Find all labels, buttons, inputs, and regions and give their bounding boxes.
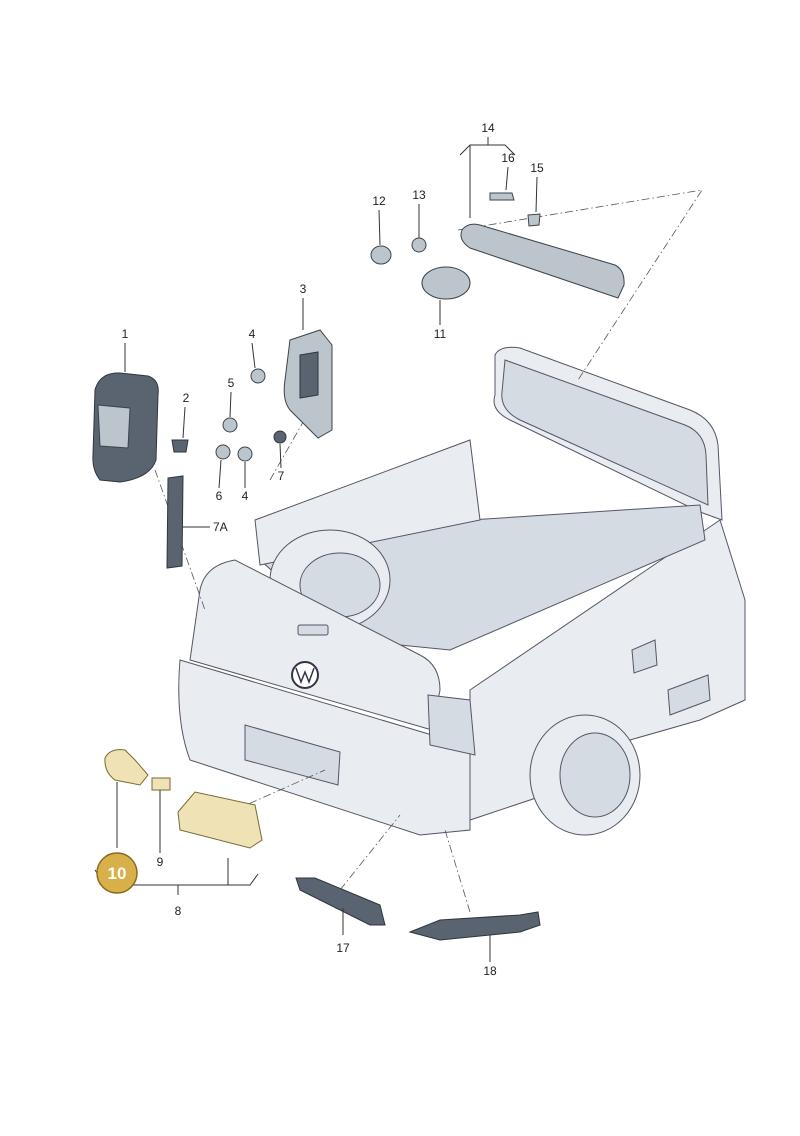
tailgate bbox=[189, 559, 441, 731]
label-4-top: 4 bbox=[249, 327, 256, 341]
label-3: 3 bbox=[300, 282, 307, 296]
part-16-bulb[interactable] bbox=[489, 192, 515, 201]
part-14-brake-light[interactable] bbox=[460, 223, 625, 299]
label-6: 6 bbox=[216, 489, 223, 503]
cab-window bbox=[501, 359, 709, 506]
part-3-window bbox=[299, 351, 319, 399]
label-9: 9 bbox=[157, 855, 164, 869]
label-12: 12 bbox=[372, 194, 386, 208]
part-12-cap[interactable] bbox=[370, 245, 392, 265]
label-2: 2 bbox=[183, 391, 190, 405]
plate-recess bbox=[244, 724, 341, 786]
bulb-holders bbox=[215, 368, 287, 462]
label-8: 8 bbox=[175, 904, 182, 918]
part-6-bulb-holder[interactable] bbox=[215, 444, 231, 460]
side-handle bbox=[631, 639, 658, 674]
label-16: 16 bbox=[501, 151, 515, 165]
label-1: 1 bbox=[122, 327, 129, 341]
side-vent bbox=[667, 674, 711, 716]
part-10-bulb-holder[interactable] bbox=[104, 749, 149, 786]
label-17: 17 bbox=[336, 941, 350, 955]
label-14: 14 bbox=[481, 121, 495, 135]
label-11: 11 bbox=[434, 327, 447, 341]
part-8-plate-light[interactable] bbox=[177, 791, 263, 849]
vw-badge-mark bbox=[295, 667, 315, 685]
part-17-reflector[interactable] bbox=[295, 877, 386, 926]
part-7a-trim[interactable] bbox=[166, 475, 184, 569]
label-15: 15 bbox=[530, 161, 544, 175]
rear-wheel-rim bbox=[559, 732, 631, 818]
part-7-nut[interactable] bbox=[273, 430, 287, 444]
tailgate-handle bbox=[297, 624, 329, 636]
label-7: 7 bbox=[278, 469, 285, 483]
part-15-screw[interactable] bbox=[527, 213, 541, 227]
part-9-bulb[interactable] bbox=[151, 777, 171, 791]
label-10: 10 bbox=[108, 864, 127, 883]
part-1-lens bbox=[97, 404, 131, 449]
body-tail-lamp bbox=[427, 694, 476, 756]
label-4-bottom: 4 bbox=[242, 489, 249, 503]
label-5: 5 bbox=[228, 376, 235, 390]
label-18: 18 bbox=[483, 964, 497, 978]
label-7a: 7A bbox=[213, 520, 228, 534]
part-4-bulb-holder-bottom[interactable] bbox=[237, 446, 253, 462]
part-5-bulb-holder[interactable] bbox=[222, 417, 238, 433]
vw-badge bbox=[291, 661, 319, 689]
part-4-bulb-holder-top[interactable] bbox=[250, 368, 266, 384]
part-11-seal[interactable] bbox=[421, 266, 471, 300]
part-13-clip[interactable] bbox=[411, 237, 427, 253]
part-18-reflector[interactable] bbox=[408, 911, 541, 941]
callout-10-badge[interactable] bbox=[96, 852, 138, 894]
label-13: 13 bbox=[412, 188, 426, 202]
part-number-labels: 1 2 3 4 5 6 4 7 7A 8 9 10 11 12 13 14 15… bbox=[108, 121, 544, 978]
vehicle-rear bbox=[178, 346, 746, 836]
part-2-screw[interactable] bbox=[171, 439, 189, 453]
